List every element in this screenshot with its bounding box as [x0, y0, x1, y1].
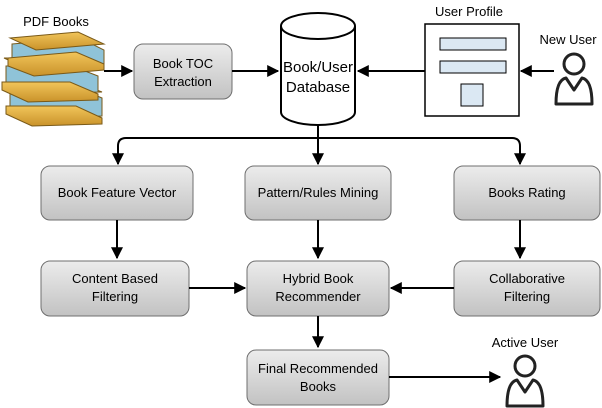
toc-extraction-line1: Book TOC — [153, 56, 213, 71]
database-line2: Database — [286, 79, 350, 96]
final-recommended-box: Final Recommended Books — [246, 349, 390, 406]
hybrid-line1: Hybrid Book — [283, 271, 354, 286]
books-rating-box: Books Rating — [453, 165, 601, 221]
toc-extraction-line2: Extraction — [154, 74, 212, 89]
collaborative-filtering-box: Collaborative Filtering — [453, 260, 601, 317]
hybrid-line2: Recommender — [275, 289, 361, 304]
content-filtering-line2: Filtering — [92, 289, 138, 304]
hybrid-recommender-box: Hybrid Book Recommender — [246, 260, 390, 317]
new-user-label: New User — [539, 32, 597, 47]
active-user-icon: Active User — [492, 335, 559, 408]
books-rating-label: Books Rating — [488, 185, 565, 200]
final-line2: Books — [300, 379, 337, 394]
pdf-books-icon: PDF Books — [1, 14, 106, 127]
content-filtering-box: Content Based Filtering — [40, 260, 190, 317]
database-line1: Book/User — [283, 59, 353, 76]
collaborative-line2: Filtering — [504, 289, 550, 304]
active-user-label: Active User — [492, 335, 559, 350]
toc-extraction-box: Book TOC Extraction — [133, 43, 233, 100]
content-filtering-line1: Content Based — [72, 271, 158, 286]
pattern-mining-label: Pattern/Rules Mining — [258, 185, 379, 200]
feature-vector-label: Book Feature Vector — [58, 185, 177, 200]
database-cylinder: Book/User Database — [280, 12, 356, 126]
user-profile-label: User Profile — [435, 4, 503, 19]
new-user-icon: New User — [539, 32, 597, 106]
collaborative-line1: Collaborative — [489, 271, 565, 286]
pattern-mining-box: Pattern/Rules Mining — [244, 165, 392, 221]
feature-vector-box: Book Feature Vector — [40, 165, 194, 221]
pdf-books-label: PDF Books — [23, 14, 89, 29]
user-profile-document: User Profile — [424, 4, 520, 117]
distribution-connector — [112, 125, 526, 166]
final-line1: Final Recommended — [258, 361, 378, 376]
